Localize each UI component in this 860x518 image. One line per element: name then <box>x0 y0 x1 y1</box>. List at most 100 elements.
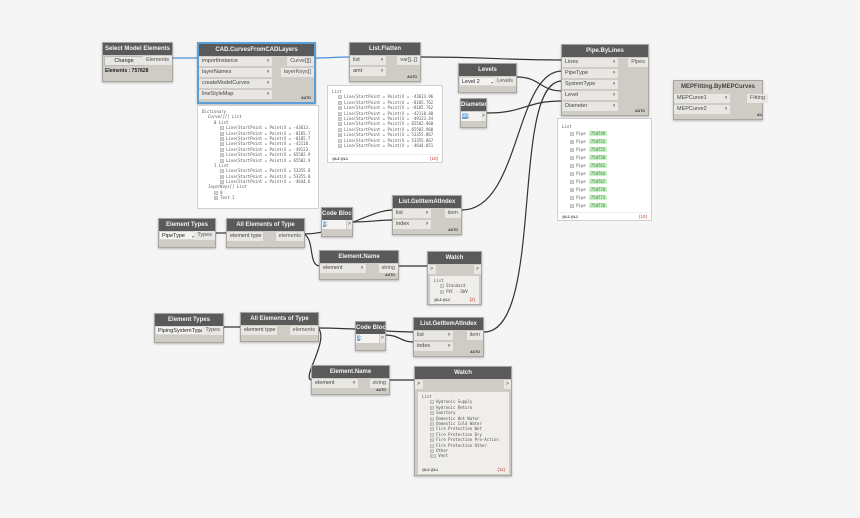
element-types-dropdown[interactable]: PipingSystemType▾ <box>155 326 205 335</box>
node-title: Code Block <box>356 322 385 334</box>
node-title: List.Flatten <box>350 43 420 55</box>
watch-input-port[interactable]: > <box>428 265 436 274</box>
string-output-port[interactable]: string <box>378 264 398 273</box>
fitting-output-port[interactable]: Fitting <box>747 94 768 103</box>
code-block-node[interactable]: Code Block 0; > <box>321 207 353 237</box>
node-title: CAD.CurvesFromCADLayers <box>199 44 314 56</box>
types-output-port[interactable]: Types <box>194 231 215 240</box>
chevron-down-icon: ▾ <box>198 329 201 334</box>
node-title: Element.Name <box>312 366 389 378</box>
node-title: All Elements of Type <box>227 219 304 231</box>
types-output-port[interactable]: Types <box>202 326 223 335</box>
diameter-code-block-node[interactable]: Diameter 90; > <box>460 98 487 128</box>
element-name-node[interactable]: Element.Name element› string AUTO <box>319 250 399 280</box>
item-output-port[interactable]: item <box>466 331 483 340</box>
curve-output-port[interactable]: Curve[][] <box>287 57 314 66</box>
lacing-indicator[interactable]: AUTO <box>385 273 395 277</box>
chevron-right-icon: › <box>448 343 450 349</box>
elements-output-port[interactable]: elements <box>275 232 304 241</box>
chevron-right-icon: › <box>267 91 269 97</box>
element-types-dropdown[interactable]: PipeType▾ <box>159 231 198 240</box>
import-instance-input-port[interactable]: importInstance› <box>199 57 272 66</box>
output-port[interactable]: > <box>480 112 486 121</box>
node-title: Element Types <box>159 219 215 231</box>
lacing-indicator[interactable]: AUTO <box>407 75 417 79</box>
levels-dropdown[interactable]: Level 2▾ <box>459 77 497 86</box>
element-input-port[interactable]: element› <box>320 264 366 273</box>
level-input-port[interactable]: Level› <box>562 91 618 100</box>
code-input[interactable]: 3; <box>356 334 379 343</box>
element-input-port[interactable]: element› <box>312 379 358 388</box>
layer-names-input-port[interactable]: layerNames› <box>199 68 272 77</box>
cad-curves-from-cad-layers-node[interactable]: CAD.CurvesFromCADLayers importInstance› … <box>197 42 316 104</box>
systemtype-input-port[interactable]: SystemType› <box>562 80 618 89</box>
element-type-input-port[interactable]: element type <box>241 326 277 335</box>
all-elements-of-type-node[interactable]: All Elements of Type element type elemen… <box>226 218 305 248</box>
lacing-indicator[interactable]: AUTO <box>448 228 458 232</box>
code-input[interactable]: 0; <box>322 220 346 229</box>
list-get-item-at-index-node[interactable]: List.GetItemAtIndex list› item index› AU… <box>392 195 462 235</box>
list-input-port[interactable]: list› <box>414 331 453 340</box>
amt-input-port[interactable]: amt› <box>350 67 386 76</box>
index-input-port[interactable]: index› <box>393 220 431 229</box>
element-type-input-port[interactable]: element type <box>227 232 263 241</box>
code-input[interactable]: 90; <box>461 112 481 121</box>
watch-output-port[interactable]: > <box>473 265 481 274</box>
list-flatten-node[interactable]: List.Flatten list› var[]..[] amt› AUTO <box>349 42 421 82</box>
pipes-output-port[interactable]: Pipes <box>628 58 648 67</box>
mep-fitting-by-mep-curves-node[interactable]: MEPFitting.ByMEPCurves MEPCurve1› Fittin… <box>673 80 768 120</box>
string-output-port[interactable]: string <box>369 379 389 388</box>
levels-node[interactable]: Levels Level 2▾ Levels <box>458 63 517 93</box>
chevron-down-icon: ▾ <box>191 234 194 239</box>
node-title: MEPFitting.ByMEPCurves <box>674 81 762 93</box>
create-model-curves-input-port[interactable]: createModelCurves› <box>199 79 272 88</box>
node-title: Watch <box>428 252 481 264</box>
item-output-port[interactable]: item <box>444 209 461 218</box>
var-output-port[interactable]: var[]..[] <box>397 56 420 65</box>
list-input-port[interactable]: list› <box>393 209 431 218</box>
lacing-indicator[interactable]: AUTO <box>376 388 386 392</box>
node-title: Levels <box>459 64 516 76</box>
element-types-pipingsystemtype-node[interactable]: Element Types PipingSystemType▾ Types <box>154 313 224 343</box>
line-style-map-input-port[interactable]: lineStyleMap› <box>199 90 272 99</box>
lacing-indicator[interactable]: AUTO <box>470 350 480 354</box>
all-elements-of-type-node[interactable]: All Elements of Type element type elemen… <box>240 312 319 342</box>
element-name-node[interactable]: Element.Name element› string AUTO <box>311 365 390 395</box>
node-title: List.GetItemAtIndex <box>414 318 483 330</box>
lines-input-port[interactable]: Lines› <box>562 58 618 67</box>
select-model-elements-node[interactable]: Select Model Elements Change Elements El… <box>102 42 173 82</box>
output-port[interactable]: > <box>346 220 352 229</box>
pipetype-input-port[interactable]: PipeType› <box>562 69 618 78</box>
levels-output-port[interactable]: Levels <box>494 77 516 86</box>
mepcurve1-input-port[interactable]: MEPCurve1› <box>674 94 730 103</box>
output-port[interactable]: > <box>379 334 385 343</box>
watch-input-port[interactable]: > <box>415 380 423 389</box>
lacing-indicator[interactable]: AUTO <box>301 96 311 100</box>
index-input-port[interactable]: index› <box>414 342 453 351</box>
node-title: List.GetItemAtIndex <box>393 196 461 208</box>
watch-output-port[interactable]: > <box>503 380 511 389</box>
code-block-node[interactable]: Code Block 3; > <box>355 321 386 351</box>
list-input-port[interactable]: list› <box>350 56 386 65</box>
layer-keys-output-port[interactable]: layerKeys[] <box>280 68 314 77</box>
chevron-right-icon: › <box>426 210 428 216</box>
pipe-by-lines-node[interactable]: Pipe.ByLines Lines› Pipes PipeType› Syst… <box>561 44 649 116</box>
chevron-right-icon: › <box>361 265 363 271</box>
lacing-indicator[interactable]: AU <box>756 113 762 117</box>
mepcurve2-input-port[interactable]: MEPCurve2› <box>674 105 730 114</box>
elements-output-port[interactable]: elements <box>289 326 318 335</box>
change-button[interactable]: Change <box>104 56 144 66</box>
chevron-right-icon: › <box>613 70 615 76</box>
elements-output-port[interactable]: Elements <box>143 56 172 65</box>
element-types-pipetype-node[interactable]: Element Types PipeType▾ Types <box>158 218 216 248</box>
lacing-indicator[interactable]: AUTO <box>635 109 645 113</box>
chevron-right-icon: › <box>613 59 615 65</box>
diameter-input-port[interactable]: Diameter› <box>562 102 618 111</box>
list-get-item-at-index-node[interactable]: List.GetItemAtIndex list› item index› AU… <box>413 317 484 357</box>
